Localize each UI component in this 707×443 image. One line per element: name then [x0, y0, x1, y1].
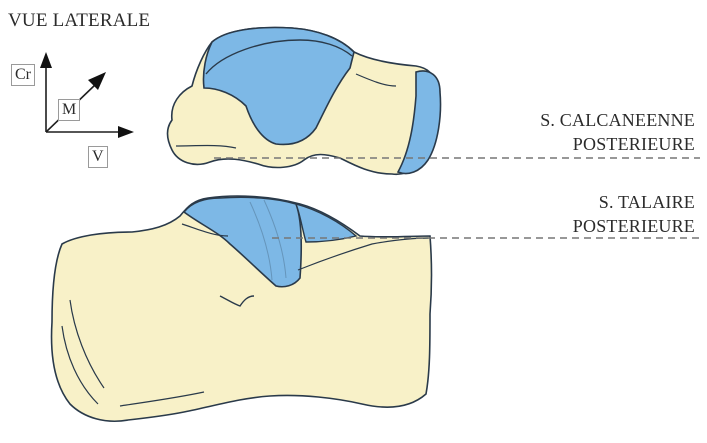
label-talar-surface-line1: S. TALAIRE [573, 190, 695, 214]
axis-label-ventral: V [88, 146, 108, 168]
label-calcaneal-surface-line2: POSTERIEURE [540, 132, 695, 156]
axis-medial-arrowhead [88, 72, 106, 90]
label-calcaneal-surface: S. CALCANEENNE POSTERIEURE [540, 108, 695, 156]
axis-ventral-arrowhead [118, 126, 134, 138]
talus-bone [168, 28, 441, 175]
axis-cranial-arrowhead [40, 52, 52, 68]
orientation-axes [40, 52, 134, 138]
view-title: VUE LATERALE [8, 10, 150, 32]
axis-label-medial: M [58, 99, 80, 121]
axis-label-cranial: Cr [11, 64, 35, 86]
calcaneus-bone [52, 196, 432, 421]
label-calcaneal-surface-line1: S. CALCANEENNE [540, 108, 695, 132]
calcaneus-middle-talar-surface [296, 204, 356, 242]
label-talar-surface-line2: POSTERIEURE [573, 214, 695, 238]
label-talar-surface: S. TALAIRE POSTERIEURE [573, 190, 695, 238]
